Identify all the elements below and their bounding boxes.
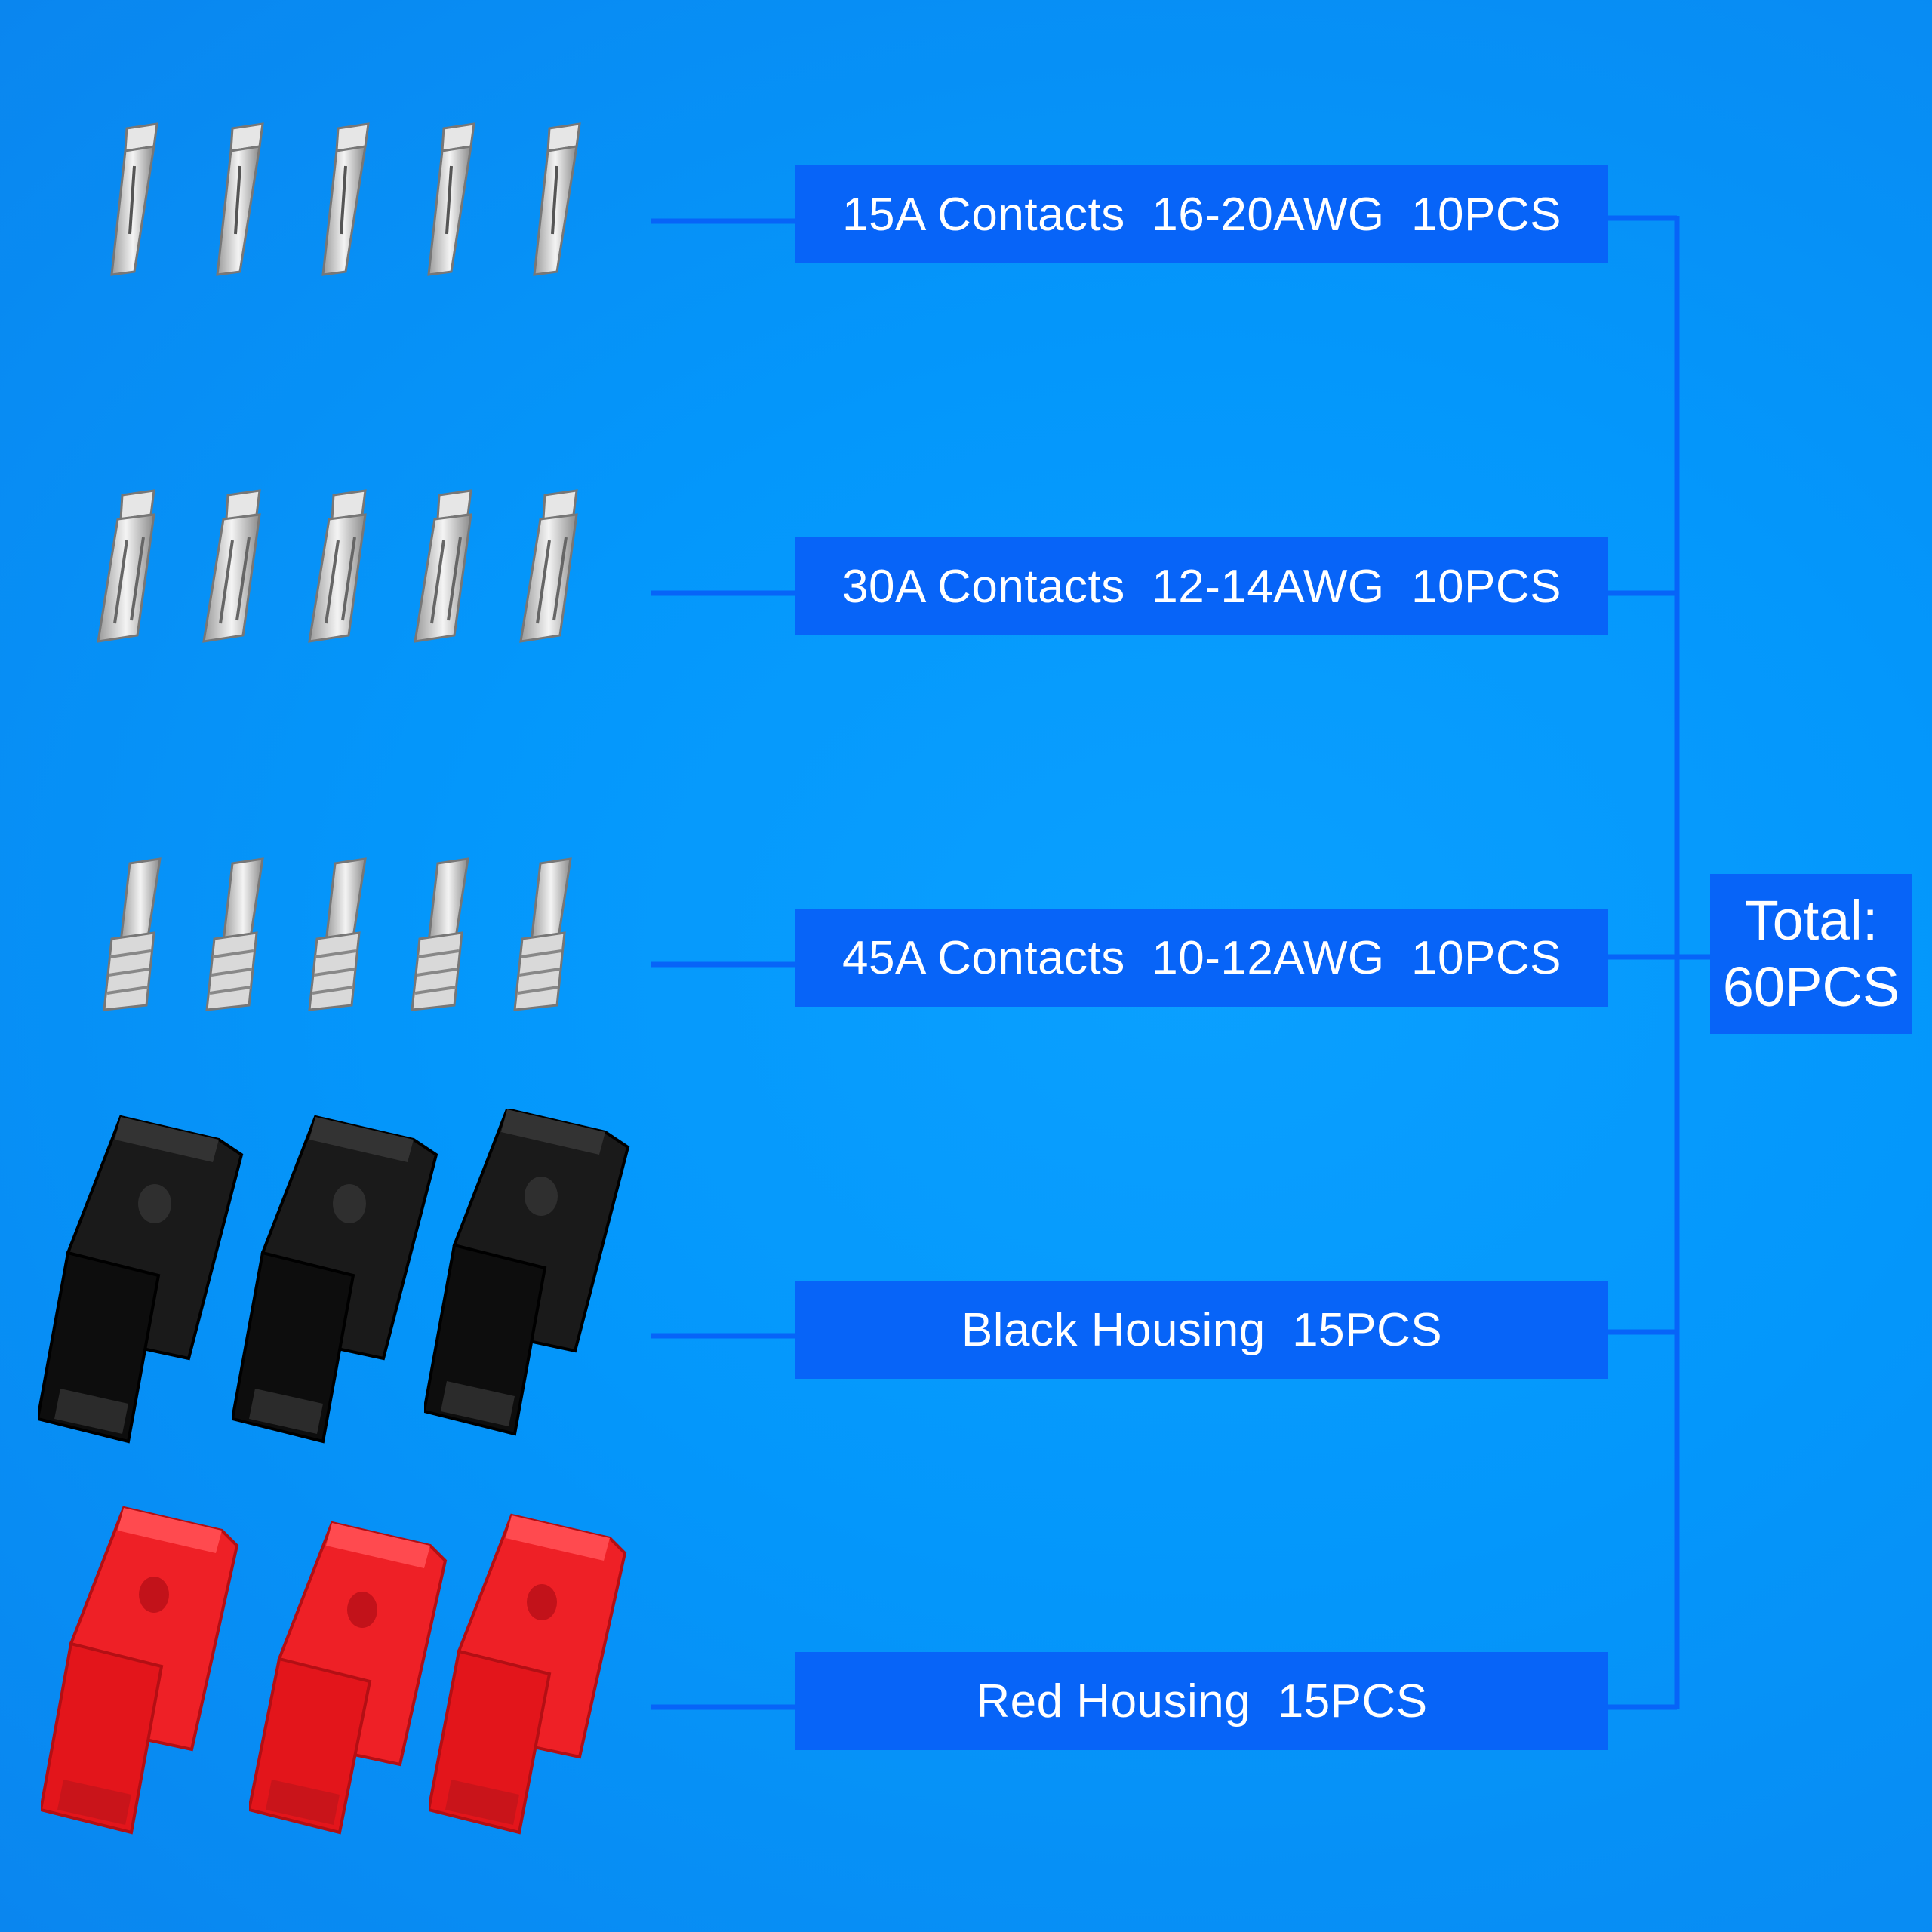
barrel-contact-icon <box>392 854 483 1017</box>
crimp-contact-icon <box>75 488 174 646</box>
barrel-contact-icon <box>290 854 380 1017</box>
crimp-contact-icon <box>498 488 596 646</box>
row-4-label: Black Housing 15PCS <box>795 1281 1608 1379</box>
pin-contact-icon <box>504 121 595 279</box>
pin-contact-icon <box>187 121 278 279</box>
pin-contact-icon <box>293 121 383 279</box>
barrel-contact-icon <box>495 854 586 1017</box>
crimp-contact-icon <box>181 488 279 646</box>
row-3-label: 45A Contacts 10-12AWG 10PCS <box>795 909 1608 1007</box>
row-5-label: Red Housing 15PCS <box>795 1652 1608 1750</box>
total-badge: Total: 60PCS <box>1710 874 1912 1034</box>
total-title: Total: <box>1744 889 1878 952</box>
barrel-contact-icon <box>187 854 278 1017</box>
connector-housing-icon <box>41 1500 260 1840</box>
crimp-contact-icon <box>392 488 491 646</box>
connector-housing-icon <box>249 1500 468 1840</box>
row-1-label: 15A Contacts 16-20AWG 10PCS <box>795 165 1608 263</box>
connector-housing-icon <box>38 1109 257 1449</box>
pin-contact-icon <box>398 121 489 279</box>
row-2-label: 30A Contacts 12-14AWG 10PCS <box>795 537 1608 635</box>
barrel-contact-icon <box>85 854 175 1017</box>
pin-contact-icon <box>82 121 172 279</box>
connector-housing-icon <box>424 1109 643 1449</box>
crimp-contact-icon <box>287 488 385 646</box>
total-count: 60PCS <box>1722 955 1900 1018</box>
connector-housing-icon <box>232 1109 451 1449</box>
connector-housing-icon <box>429 1500 648 1840</box>
